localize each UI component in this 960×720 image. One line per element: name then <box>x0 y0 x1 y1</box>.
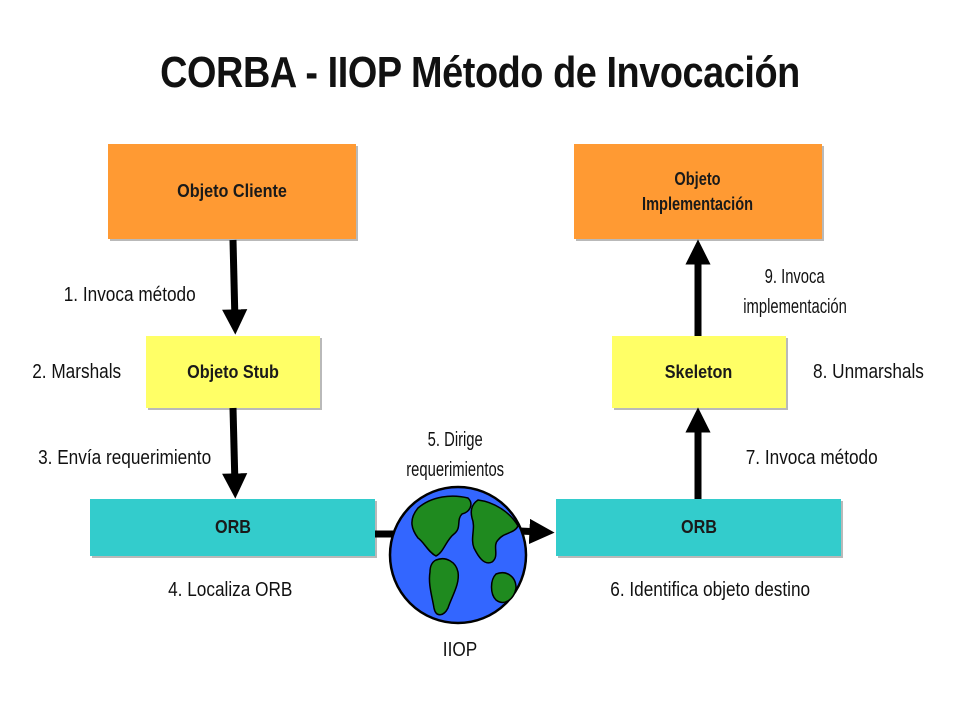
orb-right-box: ORB <box>556 499 841 556</box>
objeto-implementacion-label: Objeto Implementación <box>636 167 759 216</box>
iiop-text: IIOP <box>442 639 478 661</box>
step-3-text: 3. Envía requerimiento <box>38 447 212 469</box>
step-2-label: 2. Marshals <box>12 357 142 387</box>
step-2-text: 2. Marshals <box>32 361 122 383</box>
globe-icon <box>388 485 528 625</box>
step-9-line1: 9. Invoca <box>764 266 826 288</box>
objeto-stub-box: Objeto Stub <box>146 336 320 408</box>
step-5-text: 5. Dirige requerimientos <box>398 425 512 485</box>
step-6-label: 6. Identifica objeto destino <box>560 575 860 605</box>
arrow-cliente-stub <box>222 239 248 335</box>
objeto-cliente-label: Objeto Cliente <box>177 181 287 202</box>
step-4-text: 4. Localiza ORB <box>167 579 293 601</box>
objeto-stub-label: Objeto Stub <box>187 361 279 382</box>
objeto-implementacion-line2: Implementación <box>642 193 754 214</box>
arrow-stub-orb <box>222 407 248 499</box>
objeto-cliente-box: Objeto Cliente <box>108 144 356 239</box>
orb-right-label: ORB <box>680 517 717 538</box>
orb-left-label: ORB <box>214 517 251 538</box>
step-1-text: 1. Invoca método <box>64 284 196 306</box>
step-1-label: 1. Invoca método <box>30 280 230 310</box>
skeleton-label: Skeleton <box>665 361 733 382</box>
step-6-text: 6. Identifica objeto destino <box>610 579 810 601</box>
step-5-line1: 5. Dirige <box>427 429 483 451</box>
step-5-label: 5. Dirige requerimientos <box>370 425 540 485</box>
step-9-text: 9. Invoca implementación <box>735 262 855 322</box>
step-7-label: 7. Invoca método <box>712 443 912 473</box>
iiop-label: IIOP <box>410 635 510 665</box>
objeto-implementacion-box: Objeto Implementación <box>574 144 822 239</box>
step-9-line2: implementación <box>743 296 847 318</box>
step-5-line2: requerimientos <box>406 459 504 481</box>
step-8-label: 8. Unmarshals <box>788 357 948 387</box>
objeto-implementacion-line1: Objeto <box>674 169 722 190</box>
step-7-text: 7. Invoca método <box>746 447 878 469</box>
step-4-label: 4. Localiza ORB <box>130 575 330 605</box>
step-9-label: 9. Invoca implementación <box>700 262 890 322</box>
orb-left-box: ORB <box>90 499 375 556</box>
step-8-text: 8. Unmarshals <box>812 361 924 383</box>
step-3-label: 3. Envía requerimiento <box>0 443 250 473</box>
page-title: CORBA - IIOP Método de Invocación <box>160 48 800 97</box>
skeleton-box: Skeleton <box>612 336 786 408</box>
